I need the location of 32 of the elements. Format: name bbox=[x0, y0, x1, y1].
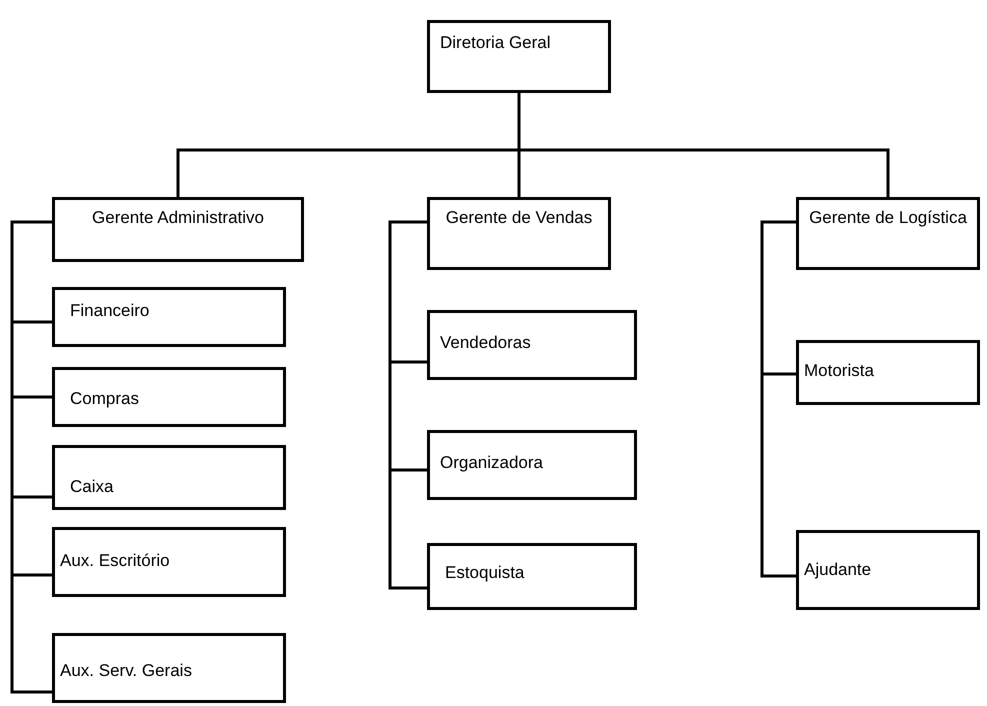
box-label: Diretoria Geral bbox=[440, 32, 551, 54]
org-box bbox=[52, 287, 286, 347]
org-box bbox=[52, 633, 286, 703]
org-box bbox=[796, 340, 980, 405]
box-label: Organizadora bbox=[440, 452, 544, 474]
box-label: Caixa bbox=[70, 476, 114, 498]
org-box bbox=[427, 310, 637, 380]
box-label: Compras bbox=[70, 388, 139, 410]
box-label: Gerente Administrativo bbox=[92, 207, 264, 229]
connector-line bbox=[388, 220, 427, 590]
org-box bbox=[427, 20, 611, 93]
box-label: Gerente de Logística bbox=[809, 207, 967, 229]
box-label: Gerente de Vendas bbox=[446, 207, 592, 229]
box-label: Aux. Escritório bbox=[60, 550, 170, 572]
org-box bbox=[796, 530, 980, 610]
connector-line bbox=[10, 220, 52, 694]
box-label: Vendedoras bbox=[440, 332, 531, 354]
box-label: Financeiro bbox=[70, 300, 150, 322]
org-box bbox=[796, 197, 980, 270]
org-box bbox=[427, 197, 611, 270]
org-box bbox=[427, 543, 637, 610]
org-box bbox=[52, 367, 286, 427]
box-label: Motorista bbox=[804, 360, 874, 382]
connector-line bbox=[518, 93, 890, 197]
org-box bbox=[52, 197, 304, 262]
org-box bbox=[427, 430, 637, 500]
connector-line bbox=[760, 220, 796, 578]
box-label: Aux. Serv. Gerais bbox=[60, 660, 192, 682]
box-label: Estoquista bbox=[445, 562, 524, 584]
org-box bbox=[52, 445, 286, 510]
box-label: Ajudante bbox=[804, 559, 872, 581]
org-box bbox=[52, 527, 286, 597]
